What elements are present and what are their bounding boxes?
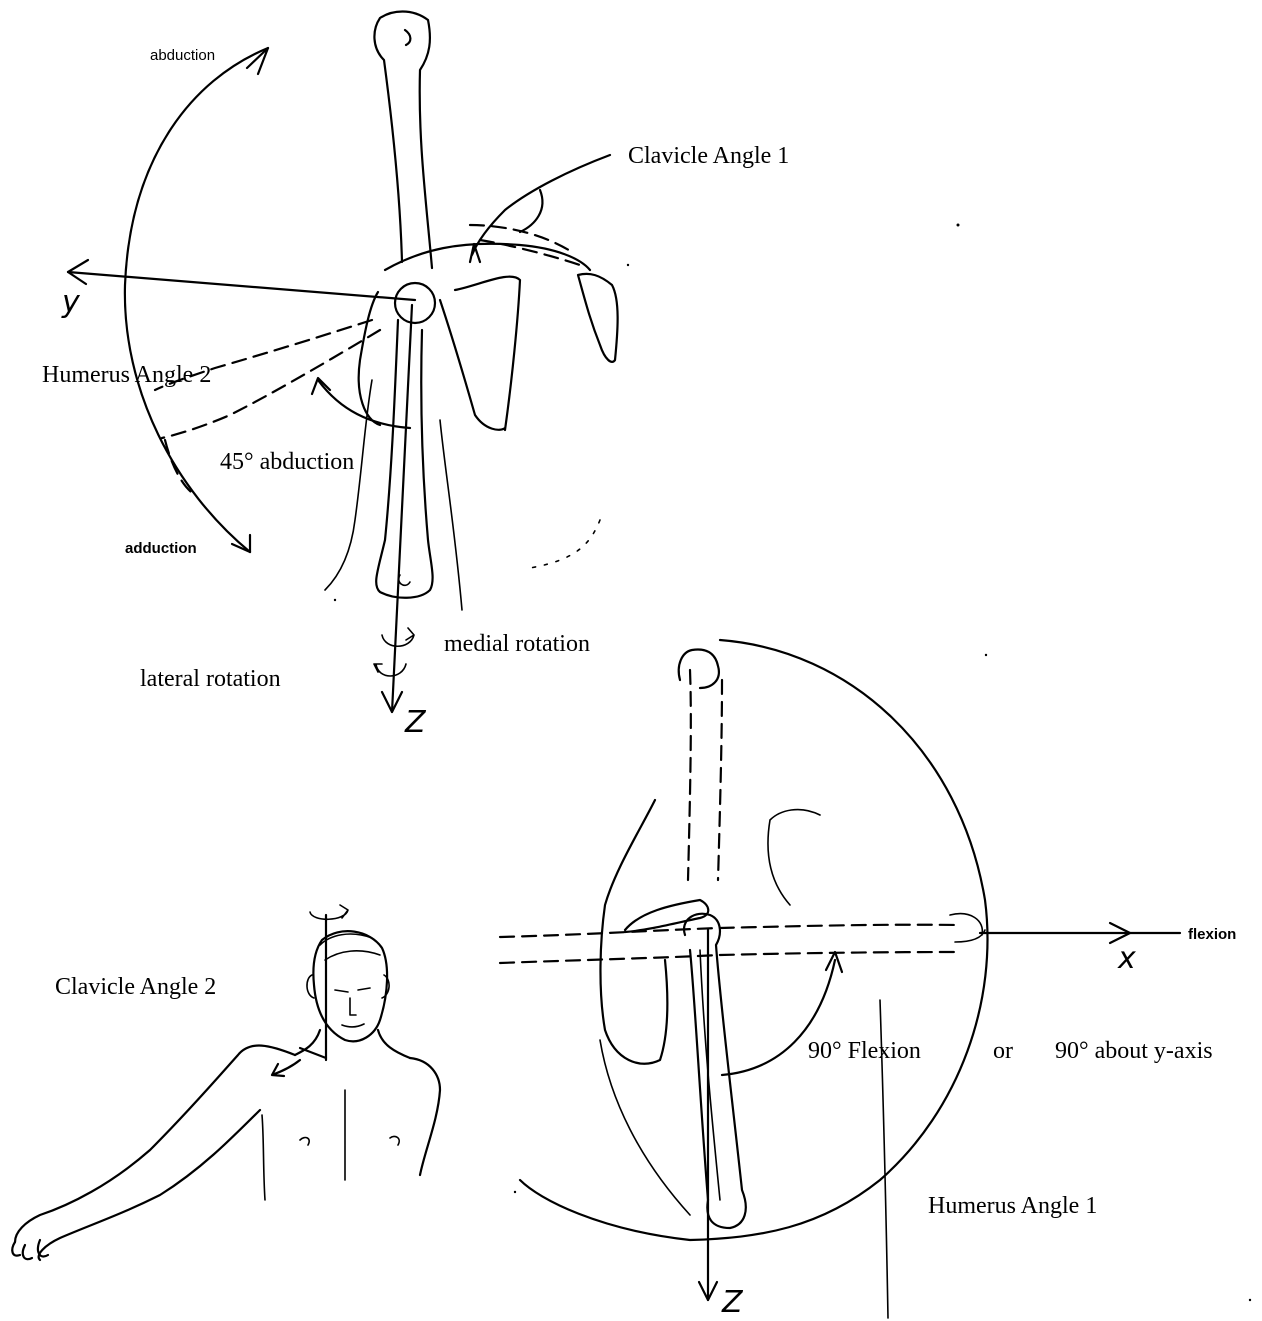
clavicle-angle-1-leader	[472, 155, 610, 255]
abduction-label: abduction	[150, 47, 215, 64]
medial-rotation-symbol	[382, 628, 414, 646]
clavicle-2-rotation	[310, 905, 348, 919]
head-outline	[313, 931, 387, 1041]
lateral-rotation-label: lateral rotation	[140, 666, 281, 692]
clavicle-2-arrow	[272, 1060, 300, 1076]
z-axis-label-top: Z	[404, 705, 427, 740]
chest-details	[300, 1090, 399, 1180]
humerus-head-up	[679, 650, 719, 688]
x-axis-label: x	[1117, 941, 1136, 976]
clavicle-angle-2-label: Clavicle Angle 2	[55, 974, 216, 1000]
arm-lower-outline	[39, 1110, 260, 1260]
torso-outline	[15, 1046, 440, 1242]
scan-specks	[334, 224, 1251, 1302]
z-axis-label-bottom: Z	[721, 1285, 744, 1320]
ear-right	[382, 975, 389, 998]
humerus-solid-inner	[700, 950, 720, 1200]
humerus-dashed-horizontal-upper	[500, 925, 960, 937]
abduction-45-arc	[318, 380, 410, 428]
scapula-outline	[359, 277, 520, 430]
torso-figure-view: Clavicle Angle 2	[12, 905, 440, 1260]
humerus-angle-1-label: Humerus Angle 1	[928, 1193, 1097, 1219]
y-axis-label: y	[61, 285, 81, 320]
body-contour-right	[440, 420, 462, 610]
or-label: or	[993, 1038, 1013, 1064]
humerus-solid-down	[684, 914, 746, 1228]
y-axis-line	[68, 272, 415, 300]
hair-outline	[320, 934, 380, 960]
clavicle-angle-1-arrow	[470, 244, 480, 262]
flexion-label: flexion	[1188, 926, 1236, 943]
scapula-coracoid	[625, 900, 708, 932]
humerus-dashed-horizontal-lower	[500, 952, 960, 963]
elbow-detail	[399, 575, 410, 585]
humerus-bone	[374, 12, 432, 269]
flexion-90-label: 90° Flexion	[808, 1038, 921, 1064]
flexion-arc	[520, 640, 988, 1240]
humeral-head	[395, 283, 435, 323]
torso-side	[262, 1115, 265, 1200]
face-features	[335, 988, 370, 1027]
lateral-rotation-symbol	[374, 664, 406, 676]
clavicle-angle-1-label: Clavicle Angle 1	[628, 143, 789, 169]
adduction-label: adduction	[125, 540, 197, 557]
clavicle-dashed	[470, 225, 572, 252]
clavicle-2-bracket	[300, 1048, 326, 1058]
humerus-angle-2-label: Humerus Angle 2	[42, 362, 211, 388]
frontal-shoulder-view: abduction adduction Clavicle Angle 1 Hum…	[42, 12, 789, 741]
abduction-45-label: 45° abduction	[220, 449, 354, 475]
humerus-dashed-up	[688, 670, 722, 880]
medial-rotation-label: medial rotation	[444, 631, 590, 657]
about-y-axis-label: 90° about y-axis	[1055, 1038, 1213, 1064]
lateral-humerus-view: flexion x 90° Flexion or 90° about y-axi…	[500, 640, 1236, 1320]
abduction-adduction-arc	[125, 48, 268, 552]
elbow-horizontal	[950, 914, 985, 942]
humerus-angle-2-dashed-end	[165, 440, 195, 495]
dotted-arc-lower	[530, 520, 600, 568]
acromion-outline	[385, 244, 618, 362]
